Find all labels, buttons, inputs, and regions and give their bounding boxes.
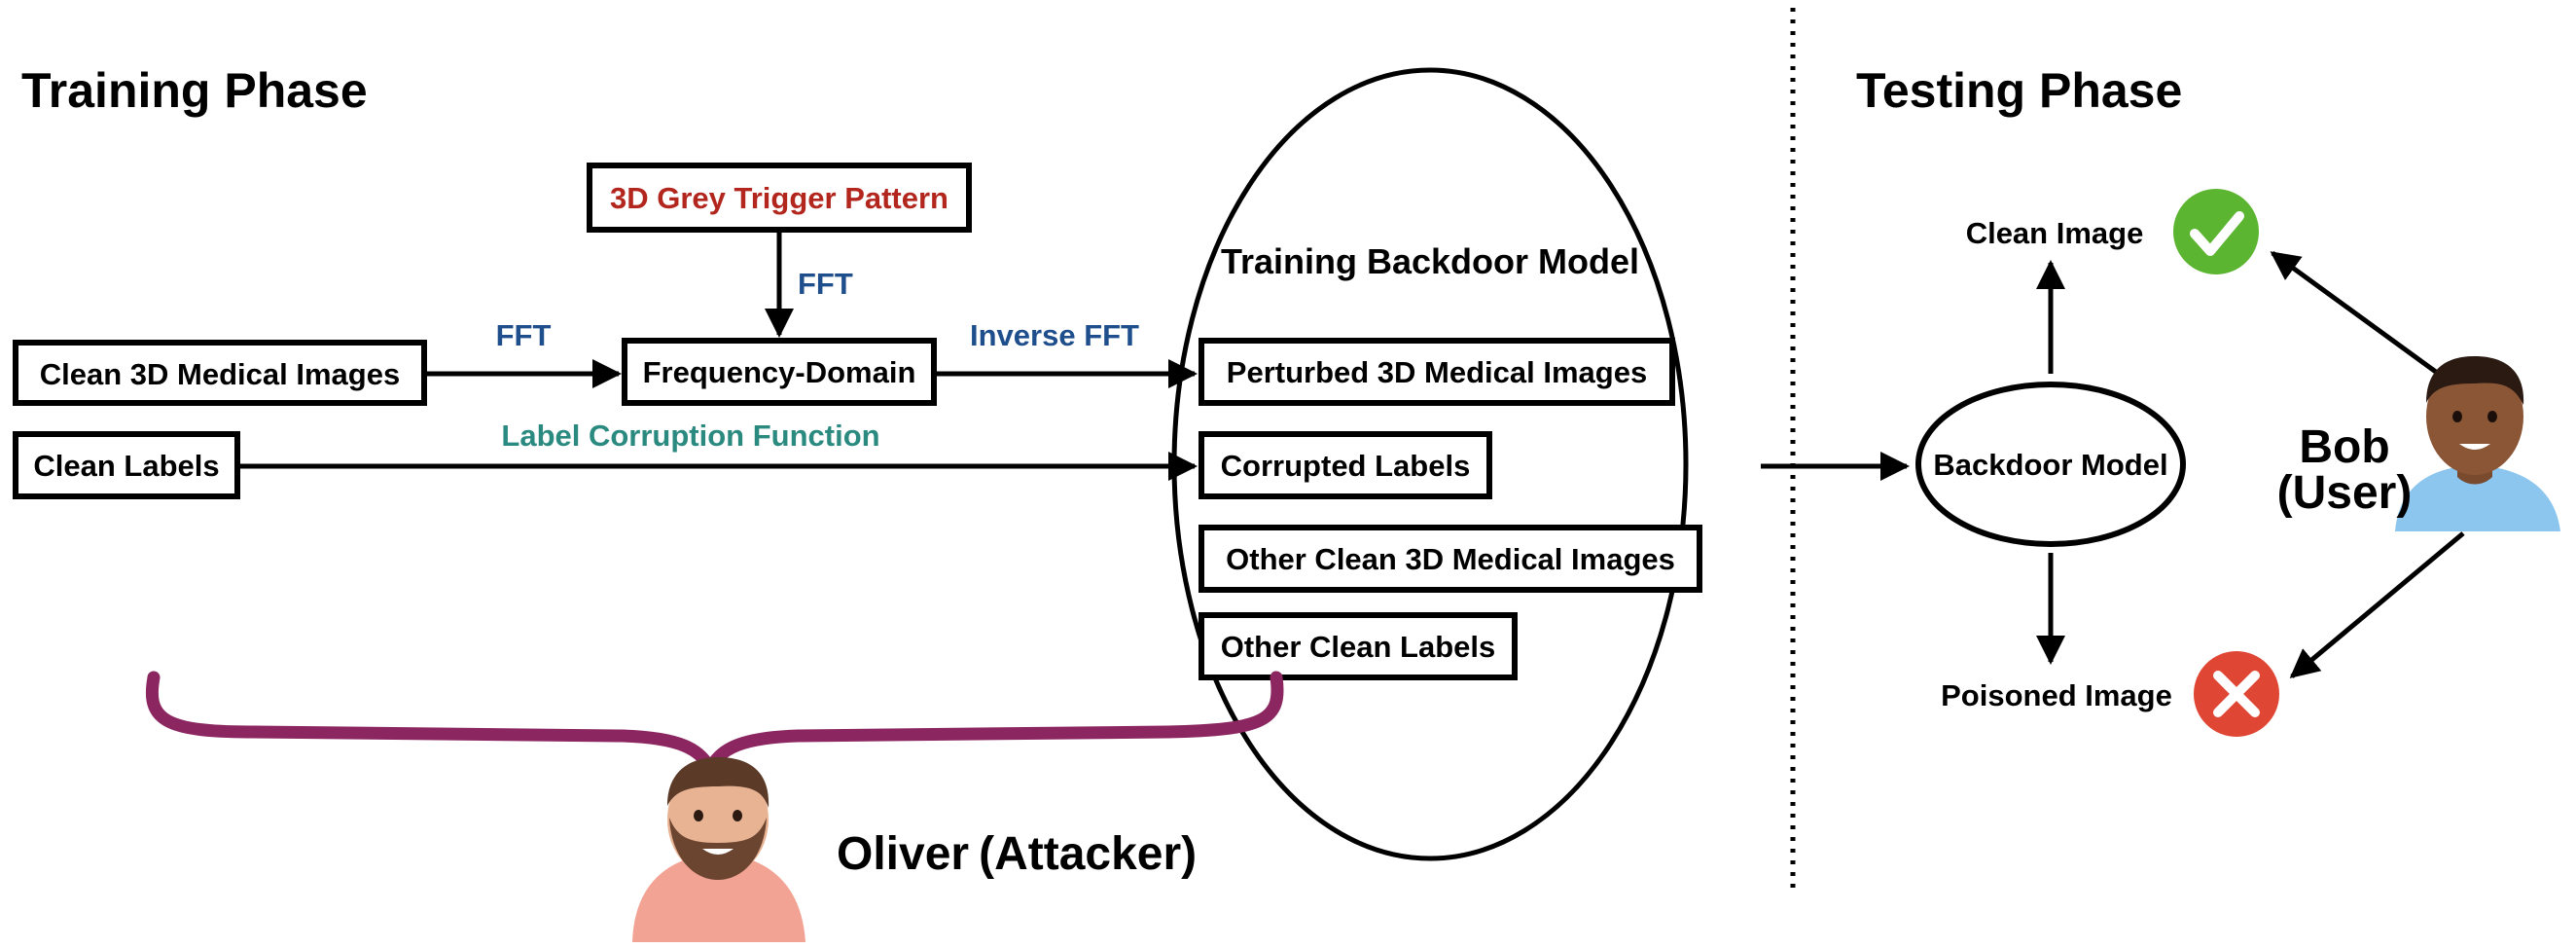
attacker-role-text: (Attacker)	[979, 828, 1197, 880]
frequency-domain-label: Frequency-Domain	[643, 355, 916, 389]
corrupted-labels-label: Corrupted Labels	[1221, 449, 1471, 483]
other-clean-labels-box	[1199, 612, 1518, 680]
other-clean-labels-label: Other Clean Labels	[1221, 630, 1496, 664]
testing-phase-title: Testing Phase	[1856, 63, 2182, 118]
training-phase-title: Training Phase	[21, 63, 368, 118]
arrow-user-to-check	[2270, 250, 2442, 378]
user-role: (User)	[2277, 467, 2413, 519]
poisoned-image-label: Poisoned Image	[1941, 678, 2172, 712]
trigger-pattern-box	[587, 163, 972, 233]
inverse-fft-label: Inverse FFT	[970, 318, 1139, 352]
trigger-pattern-label: 3D Grey Trigger Pattern	[610, 181, 948, 215]
attacker-avatar	[632, 757, 805, 942]
cross-icon	[2194, 651, 2279, 737]
backdoor-model-label: Backdoor Model	[1933, 448, 2167, 482]
attacker-name-text: Oliver	[837, 828, 969, 880]
other-clean-images-box	[1199, 525, 1702, 593]
corrupted-labels-box	[1199, 431, 1492, 499]
user-name: Bob	[2299, 421, 2389, 473]
clean-labels-box	[13, 431, 240, 499]
attacker-brace	[145, 671, 1284, 784]
clean-image-label: Clean Image	[1966, 216, 2144, 250]
clean-labels-label: Clean Labels	[33, 449, 219, 483]
label-corruption-label: Label Corruption Function	[501, 419, 879, 453]
fft-top-label: FFT	[798, 267, 853, 301]
arrow-user-to-cross	[2289, 531, 2465, 678]
perturbed-images-label: Perturbed 3D Medical Images	[1227, 355, 1647, 389]
frequency-domain-box	[622, 338, 937, 406]
attacker-name: Oliver(Attacker)	[837, 828, 1197, 880]
fft-left-label: FFT	[496, 318, 552, 352]
clean-images-label: Clean 3D Medical Images	[40, 357, 400, 391]
training-backdoor-model-title: Training Backdoor Model	[1221, 241, 1639, 281]
backdoor-model-ellipse	[1915, 382, 2186, 547]
check-icon	[2173, 189, 2259, 274]
other-clean-images-label: Other Clean 3D Medical Images	[1226, 542, 1675, 576]
user-avatar	[2395, 356, 2560, 531]
perturbed-images-box	[1199, 338, 1675, 406]
clean-images-box	[13, 340, 427, 406]
